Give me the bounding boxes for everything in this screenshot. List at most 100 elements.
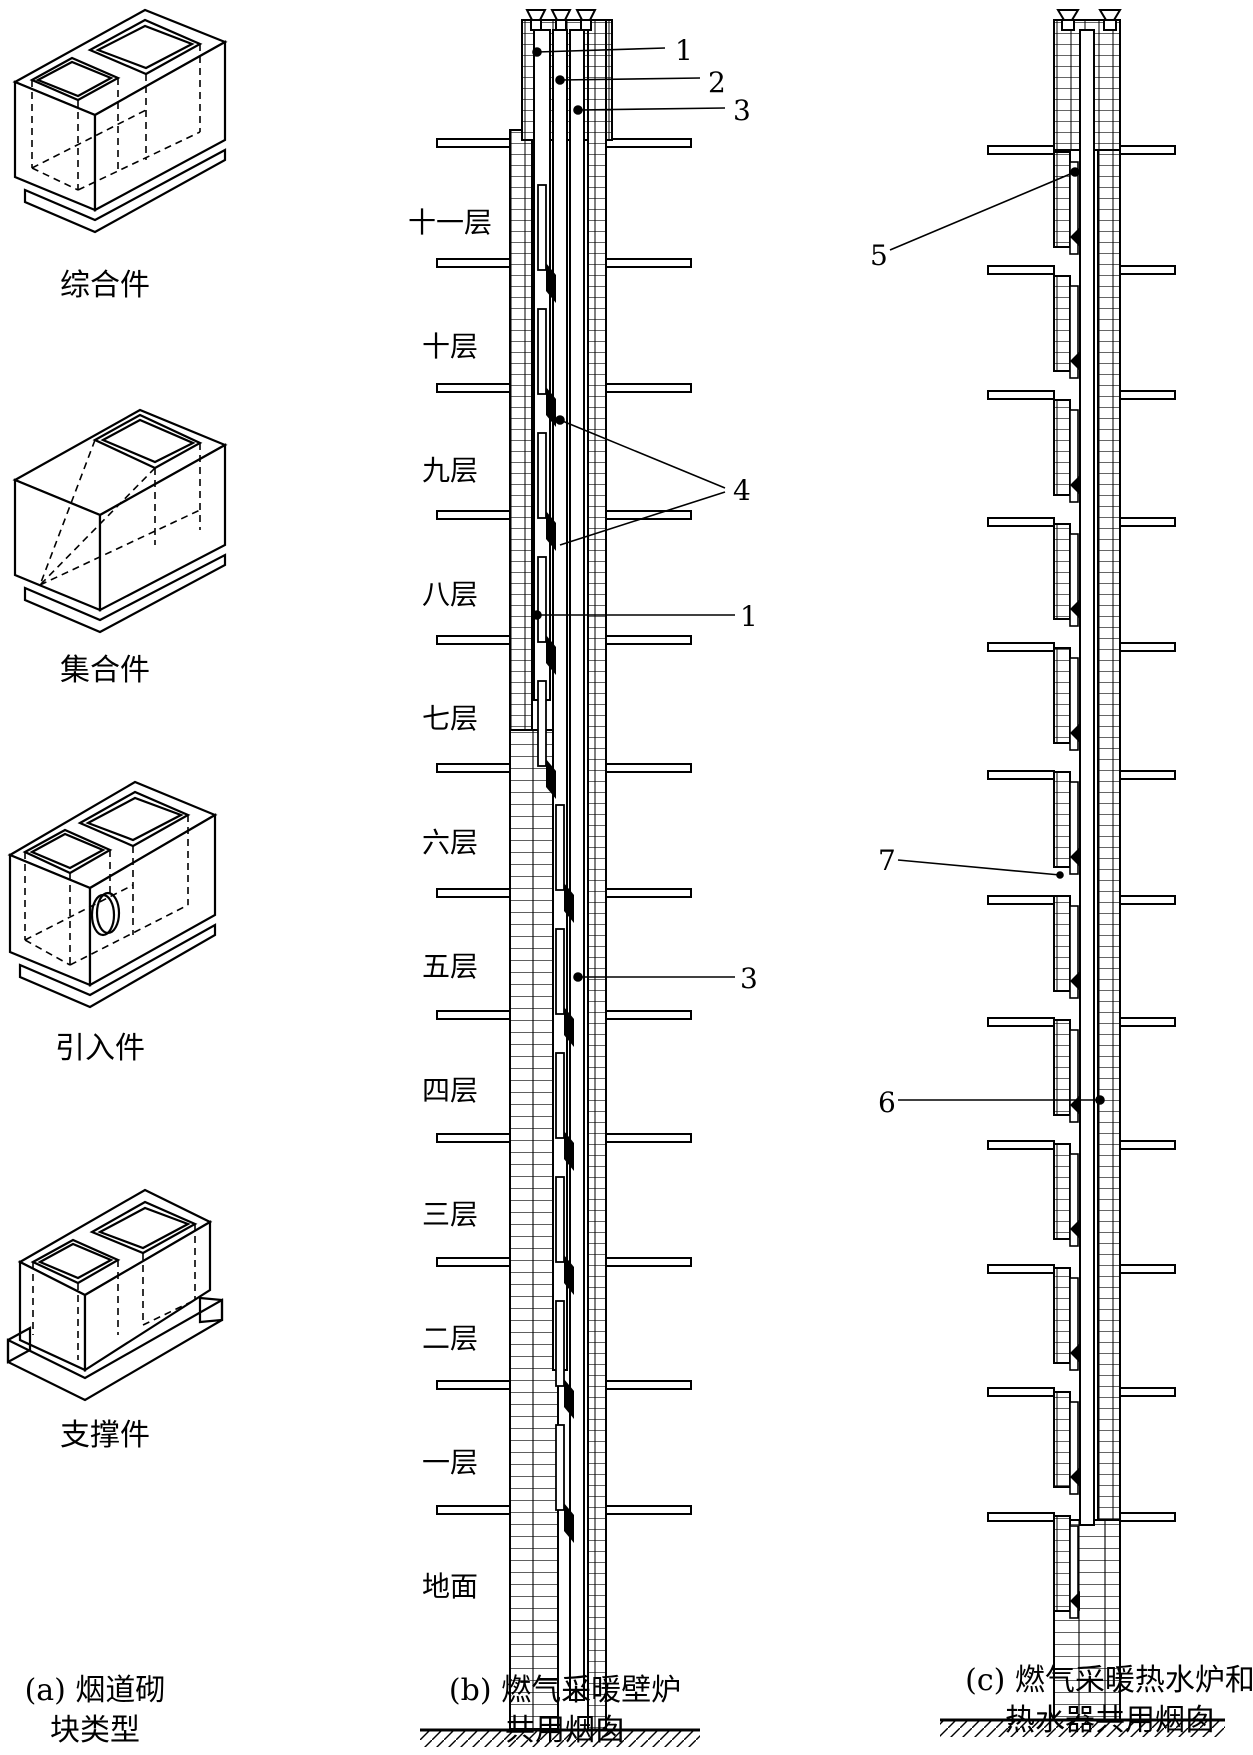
lower-brick-mass	[509, 729, 559, 1731]
deflector-c	[1070, 1467, 1080, 1487]
callout-c-5: 5	[870, 239, 888, 272]
deflector-c	[1070, 475, 1080, 495]
slab-left	[436, 258, 511, 268]
callout-c-7: 7	[878, 844, 896, 877]
deflector	[564, 883, 574, 923]
deflector	[546, 263, 556, 303]
branch-stub	[1053, 1143, 1071, 1240]
caption-a-line1: (a) 烟道砌	[25, 1673, 166, 1708]
floor-label: 八层	[422, 578, 478, 611]
branch-flue	[1069, 781, 1079, 875]
callout-b-2: 2	[708, 66, 726, 99]
floor-slabs	[436, 138, 692, 1515]
chimney-caps-c	[1056, 9, 1122, 31]
branch-flue	[1069, 285, 1079, 379]
deflector-c	[1070, 847, 1080, 867]
slab-right-c	[1119, 1264, 1176, 1274]
slab-left-c	[987, 895, 1055, 905]
caption-c-line2: 热水器共用烟囱	[1005, 1703, 1215, 1738]
slab-right-c	[1119, 1512, 1176, 1522]
slab-left	[436, 383, 511, 393]
slab-left	[436, 1010, 511, 1020]
ground-hatch-c	[940, 1721, 1225, 1737]
branch-flue	[1069, 1525, 1079, 1619]
inlet-branch	[537, 432, 547, 519]
callouts-c	[889, 167, 1105, 1105]
slab-right	[605, 383, 692, 393]
label-block-support: 支撑件	[60, 1418, 150, 1453]
slab-right-c	[1119, 1140, 1176, 1150]
callout-b-4: 4	[733, 474, 751, 507]
floor-label: 六层	[422, 826, 478, 859]
slab-right-c	[1119, 517, 1176, 527]
slab-right	[605, 258, 692, 268]
callout-b-3-top: 3	[733, 94, 751, 127]
slab-right	[605, 635, 692, 645]
ground-label: 地面	[422, 1570, 478, 1603]
inlet-branch	[555, 804, 565, 891]
deflector	[564, 1379, 574, 1419]
branch-stub	[1053, 1515, 1071, 1612]
deflector	[546, 635, 556, 675]
caption-a-line2: 块类型	[50, 1713, 140, 1748]
slab-left	[436, 1257, 511, 1267]
block-integrated	[12, 8, 228, 234]
floor-label: 五层	[422, 950, 478, 983]
slab-left-c	[987, 1387, 1055, 1397]
floor-label: 三层	[422, 1198, 478, 1231]
slab-right-c	[1119, 390, 1176, 400]
branch-stub	[1053, 647, 1071, 744]
label-block-integrated: 综合件	[60, 268, 150, 303]
slab-right-c	[1119, 895, 1176, 905]
block-inlet	[7, 780, 218, 1009]
deflector	[564, 1255, 574, 1295]
slab-left-c	[987, 642, 1055, 652]
slab-left-c	[987, 1140, 1055, 1150]
floor-label: 一层	[422, 1446, 478, 1479]
inlet-branch	[537, 680, 547, 767]
slab-left-c	[987, 265, 1055, 275]
floor-label: 四层	[422, 1074, 478, 1107]
floor-label: 九层	[422, 454, 478, 487]
caption-c-line1: (c) 燃气采暖热水炉和	[965, 1663, 1253, 1698]
main-flue-c	[1079, 29, 1095, 1526]
branch-flue	[1069, 161, 1079, 255]
branch-stub	[1053, 275, 1071, 372]
branch-stub	[1053, 1267, 1071, 1364]
flue-3	[569, 29, 585, 1701]
deflector-c	[1070, 1591, 1080, 1611]
ground-hatch	[420, 1731, 700, 1747]
deflector-c	[1070, 1219, 1080, 1239]
slab-right-c	[1119, 770, 1176, 780]
slab-right	[605, 1010, 692, 1020]
callout-c-6: 6	[878, 1086, 896, 1119]
branch-flue	[1069, 533, 1079, 627]
slab-right-c	[1119, 1017, 1176, 1027]
slab-right-c	[1119, 145, 1176, 155]
slab-left-c	[987, 1017, 1055, 1027]
block-collector	[12, 408, 228, 634]
right-brick-wall-c	[1097, 139, 1121, 1531]
floor-slabs-c	[987, 145, 1176, 1522]
inlet-branch	[537, 184, 547, 271]
slab-right	[605, 510, 692, 520]
branch-flue	[1069, 905, 1079, 999]
slab-left	[436, 1505, 511, 1515]
slab-left-c	[987, 390, 1055, 400]
deflector	[546, 511, 556, 551]
deflector	[564, 1131, 574, 1171]
deflector	[546, 387, 556, 427]
slab-left	[436, 138, 511, 148]
floor-label: 十层	[422, 330, 478, 363]
slab-left	[436, 635, 511, 645]
callouts-b	[532, 47, 735, 982]
callout-b-1-top: 1	[675, 34, 693, 67]
callout-b-1-mid: 1	[740, 600, 758, 633]
caption-b-line2: 共用烟囱	[505, 1713, 625, 1748]
slab-left	[436, 1133, 511, 1143]
deflector	[564, 1007, 574, 1047]
slab-right-c	[1119, 265, 1176, 275]
